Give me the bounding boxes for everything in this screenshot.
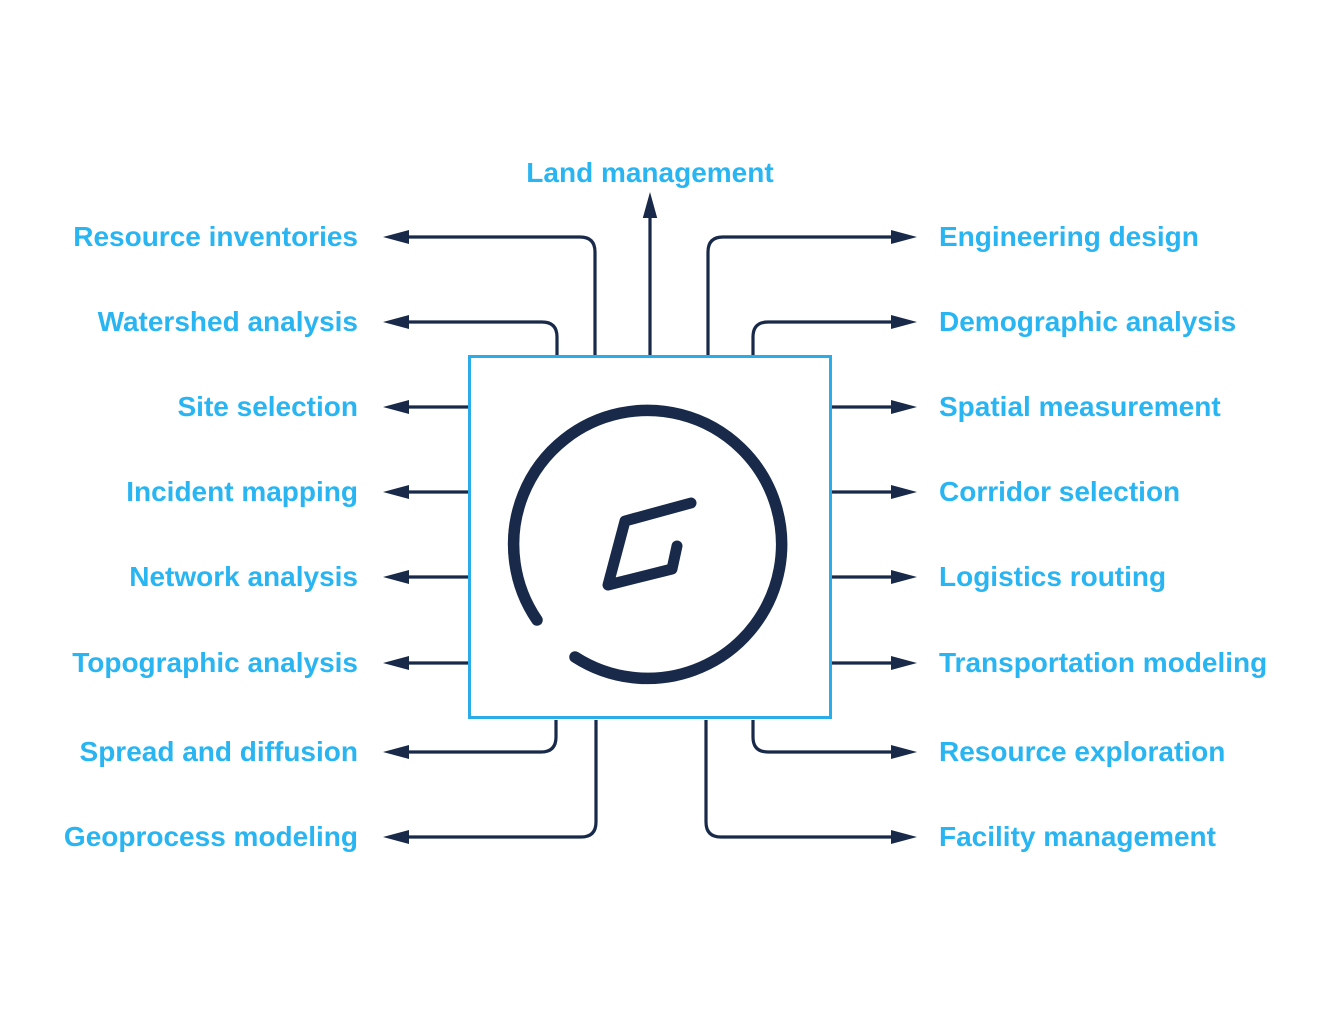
label-transportation-modeling: Transportation modeling: [939, 647, 1268, 678]
g-circle-gis-logo-icon: [507, 404, 788, 685]
arrowhead-left-5: [383, 570, 409, 584]
arrowhead-left-4: [383, 485, 409, 499]
label-engineering-design: Engineering design: [939, 221, 1199, 252]
arrowhead-right-4: [891, 485, 917, 499]
label-resource-exploration: Resource exploration: [939, 736, 1226, 767]
arrowhead-right-3: [891, 400, 917, 414]
logo-g-glyph: [602, 497, 697, 591]
connector-right-1: [706, 235, 891, 355]
label-logistics-routing: Logistics routing: [939, 561, 1167, 592]
connector-left-8: [409, 720, 598, 839]
arrowhead-top: [642, 192, 658, 218]
label-demographic-analysis: Demographic analysis: [939, 306, 1237, 337]
arrowhead-left-7: [383, 745, 409, 759]
arrowhead-right-2: [891, 315, 917, 329]
label-facility-management: Facility management: [939, 821, 1216, 852]
arrowhead-left-8: [383, 830, 409, 844]
label-network-analysis: Network analysis: [129, 561, 358, 592]
label-topographic-analysis: Topographic analysis: [72, 647, 358, 678]
label-spatial-measurement: Spatial measurement: [939, 391, 1221, 422]
connector-left-2: [409, 320, 559, 355]
label-resource-inventories: Resource inventories: [73, 221, 358, 252]
label-site-selection: Site selection: [177, 391, 358, 422]
arrowhead-left-1: [383, 230, 409, 244]
arrowhead-left-2: [383, 315, 409, 329]
arrowhead-left-6: [383, 656, 409, 670]
arrowhead-right-6: [891, 656, 917, 670]
label-incident-mapping: Incident mapping: [126, 476, 358, 507]
label-watershed-analysis: Watershed analysis: [97, 306, 358, 337]
arrowhead-right-5: [891, 570, 917, 584]
arrowhead-right-7: [891, 745, 917, 759]
connector-left-1: [409, 235, 597, 355]
connector-right-8: [704, 720, 891, 839]
logo-circle-arc: [507, 404, 788, 685]
center-box: [468, 355, 832, 719]
connector-left-7: [409, 720, 558, 754]
label-land-management: Land management: [526, 157, 774, 188]
arrowhead-left-3: [383, 400, 409, 414]
label-corridor-selection: Corridor selection: [939, 476, 1181, 507]
arrowhead-right-1: [891, 230, 917, 244]
connector-right-7: [751, 720, 891, 754]
label-geoprocess-modeling: Geoprocess modeling: [63, 821, 358, 852]
connector-right-2: [751, 320, 891, 355]
arrowhead-right-8: [891, 830, 917, 844]
label-spread-and-diffusion: Spread and diffusion: [79, 736, 358, 767]
